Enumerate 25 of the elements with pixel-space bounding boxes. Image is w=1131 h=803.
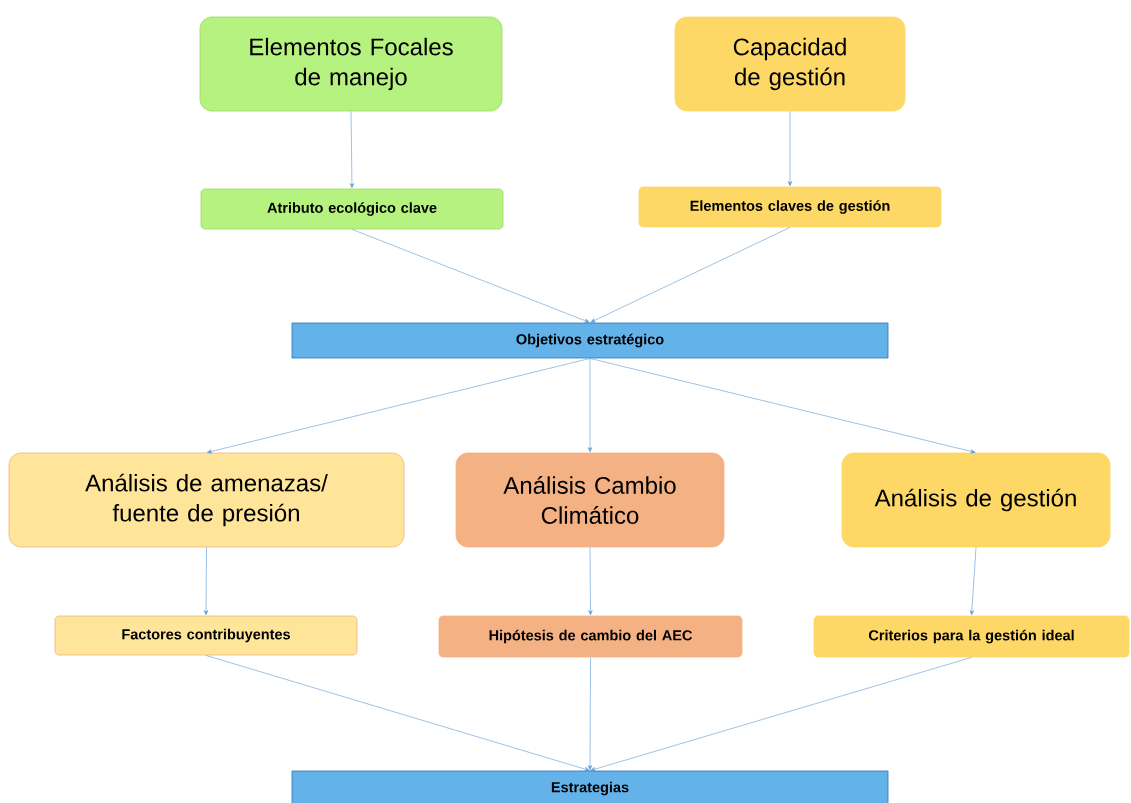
process-box: Análisis de gestión bbox=[841, 452, 1111, 548]
banner-bar: Estrategias bbox=[291, 770, 889, 803]
arrow bbox=[351, 229, 590, 323]
process-box: Capacidad de gestión bbox=[674, 16, 906, 112]
process-box: Hipótesis de cambio del AEC bbox=[438, 615, 743, 658]
arrow bbox=[590, 657, 972, 772]
arrow bbox=[206, 358, 591, 454]
arrow bbox=[787, 111, 793, 187]
banner-bar: Objetivos estratégico bbox=[291, 322, 889, 359]
arrow bbox=[205, 655, 590, 772]
arrow bbox=[589, 358, 976, 454]
process-box: Elementos Focales de manejo bbox=[199, 16, 503, 112]
process-box: Elementos claves de gestión bbox=[638, 186, 942, 228]
process-box: Análisis de amenazas/ fuente de presión bbox=[8, 452, 405, 548]
process-box: Factores contribuyentes bbox=[54, 615, 358, 656]
arrow bbox=[587, 657, 593, 771]
arrow bbox=[969, 547, 977, 616]
arrow bbox=[203, 547, 209, 616]
arrow bbox=[349, 111, 355, 189]
arrow bbox=[588, 547, 593, 616]
process-box: Atributo ecológico clave bbox=[200, 188, 504, 230]
arrow bbox=[587, 358, 593, 453]
arrow bbox=[590, 227, 791, 323]
process-box: Criterios para la gestión ideal bbox=[813, 615, 1130, 658]
process-box: Análisis Cambio Climático bbox=[455, 452, 725, 548]
